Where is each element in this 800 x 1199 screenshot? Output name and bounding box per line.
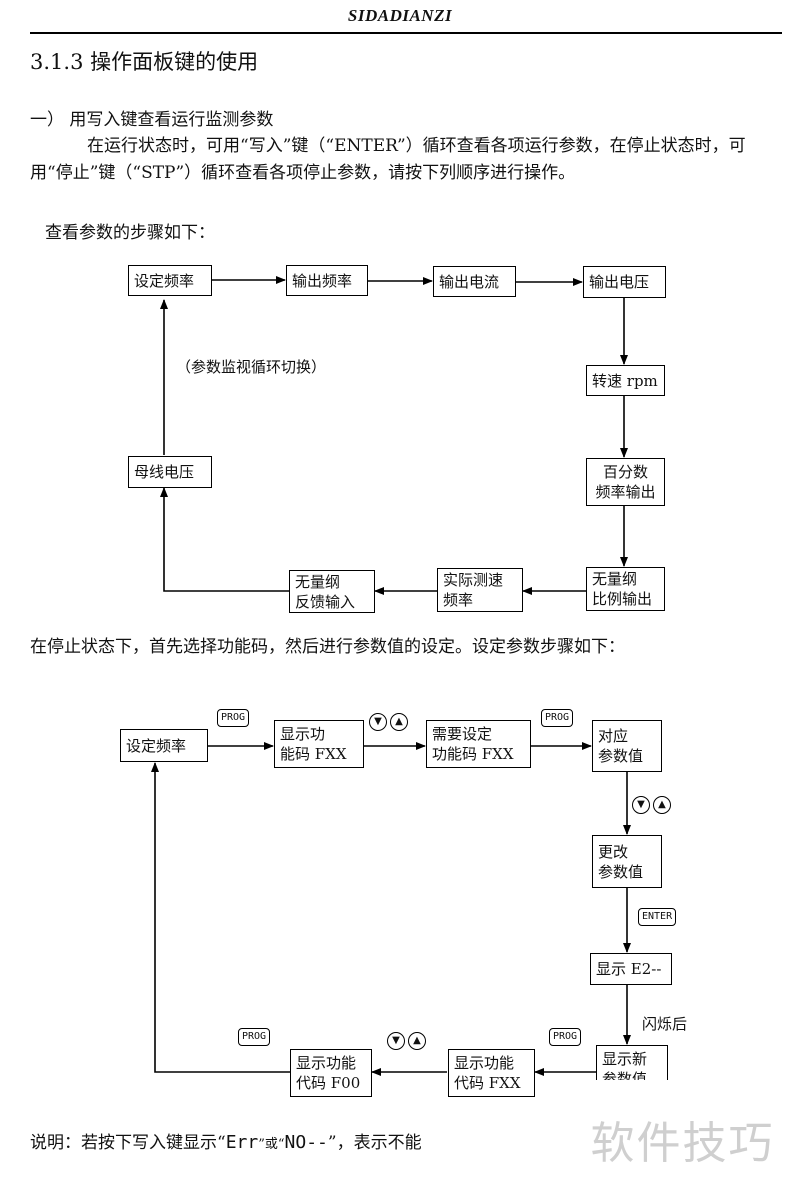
prog-key-1: PROG (217, 709, 250, 727)
up-arrow-icon: ▲ (653, 796, 671, 814)
steps-label: 查看参数的步骤如下： (45, 223, 215, 243)
down-arrow-icon: ▼ (387, 1032, 405, 1050)
box-output-frequency: 输出频率 (286, 265, 368, 296)
box-show-function-code-fxx: 显示功能代码 FXX (448, 1049, 535, 1097)
box-d2-set-frequency: 设定频率 (120, 729, 208, 762)
note-no-display: NO-- (284, 1132, 328, 1153)
updown-keys-2: ▼▲ (632, 792, 674, 814)
intro-paragraph: 在运行状态时，可用“写入”键（“ENTER”）循环查看各项运行参数，在停止状态时… (30, 136, 746, 183)
box-change-value: 更改参数值 (592, 835, 662, 888)
prog-key-3: PROG (549, 1028, 582, 1046)
box-output-voltage: 输出电压 (583, 266, 666, 298)
box-dimensionless-ratio-output: 无量纲比例输出 (586, 567, 665, 611)
box-speed-rpm: 转速 rpm (586, 365, 665, 396)
note-text: 说明：若按下写入键显示“Err”或“NO--”，表示不能 (30, 1128, 422, 1153)
page-header: SIDADIANZI (347, 6, 453, 25)
down-arrow-icon: ▼ (369, 713, 387, 731)
box-show-e2: 显示 E2-- (590, 953, 672, 985)
updown-keys-3: ▼▲ (387, 1028, 429, 1050)
box-show-new-value: 显示新参数值 (596, 1045, 668, 1080)
box-actual-speed-frequency: 实际测速频率 (437, 568, 523, 612)
up-arrow-icon: ▲ (390, 713, 408, 731)
arrow-d2-9 (151, 762, 290, 1073)
arrow-d1-9 (160, 487, 289, 592)
box-percent-frequency-output: 百分数频率输出 (586, 458, 665, 506)
box-set-frequency: 设定频率 (128, 265, 212, 296)
flash-label: 闪烁后 (642, 1015, 688, 1033)
box-show-function-code-f00: 显示功能代码 F00 (290, 1049, 372, 1097)
box-target-function-code: 需要设定功能码 FXX (426, 720, 531, 768)
up-arrow-icon: ▲ (408, 1032, 426, 1050)
box-dimensionless-feedback-input: 无量纲反馈输入 (289, 570, 375, 613)
enter-key: ENTER (638, 908, 677, 926)
sub-title: 一） 用写入键查看运行监测参数 (30, 110, 274, 130)
prog-key-2: PROG (541, 709, 574, 727)
loop-label: （参数监视循环切换） (176, 358, 327, 376)
prog-key-4: PROG (238, 1028, 271, 1046)
down-arrow-icon: ▼ (632, 796, 650, 814)
note-err-display: Err (225, 1132, 259, 1153)
section-title: 3.1.3 操作面板键的使用 (30, 50, 259, 74)
note-prefix: 说明：若按下写入键显示“ (30, 1133, 226, 1153)
updown-keys-1: ▼▲ (369, 709, 411, 731)
box-bus-voltage: 母线电压 (128, 456, 212, 488)
note-mid: ”或“ (258, 1137, 285, 1152)
box-show-function-code: 显示功能码 FXX (274, 720, 364, 768)
watermark: 软件技巧 (565, 1108, 800, 1180)
note-suffix: ”，表示不能 (327, 1133, 422, 1153)
box-corresponding-value: 对应参数值 (592, 720, 662, 772)
box-output-current: 输出电流 (433, 266, 516, 297)
header-rule (30, 32, 782, 34)
stop-paragraph: 在停止状态下，首先选择功能码，然后进行参数值的设定。设定参数步骤如下： (30, 637, 625, 657)
